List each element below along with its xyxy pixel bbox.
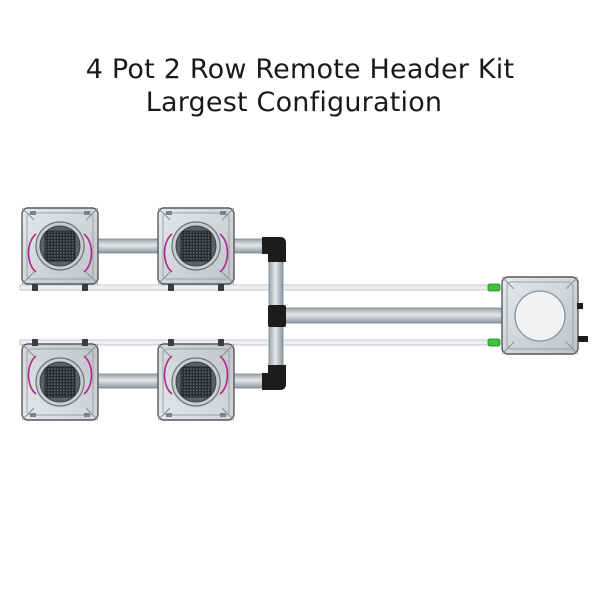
elbow-fitting-bottom [262,365,286,390]
main-supply-pipe [283,307,505,324]
header-tank [501,276,588,355]
title-line-1: 4 Pot 2 Row Remote Header Kit [85,54,515,85]
pot-bottom-left [21,343,99,421]
green-connectors [487,283,501,347]
pot-top-left [21,207,99,285]
tee-fitting-center [268,305,286,327]
pot-top-right [157,207,235,285]
tube-clips [32,284,224,346]
pot-bottom-right [157,343,235,421]
title-line-2: Largest Configuration [145,87,443,118]
elbow-fitting-top [262,237,286,262]
